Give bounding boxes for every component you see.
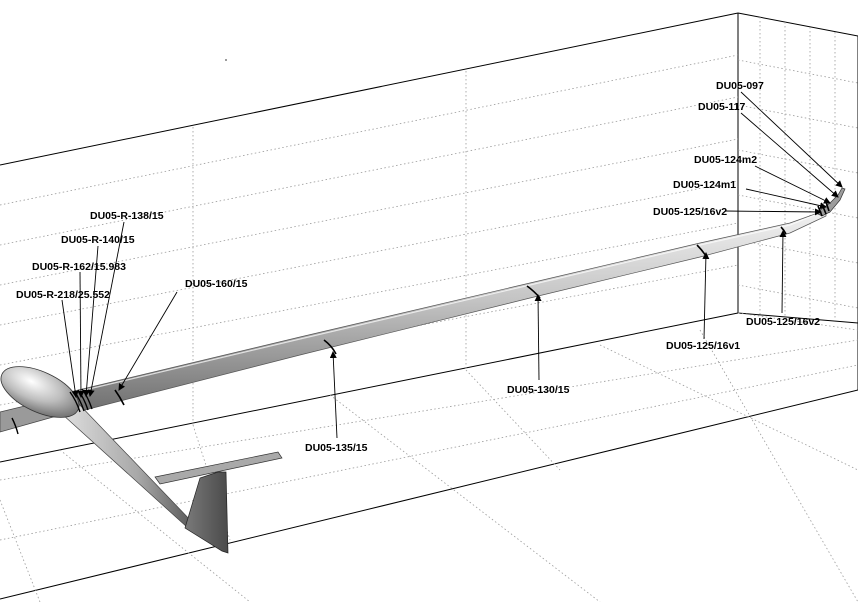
wing-surface <box>59 209 827 411</box>
arrow-du05-135-15 <box>329 351 338 439</box>
label-du05-125-16v2-tip: DU05-125/16v2 <box>653 206 727 218</box>
arrow-du05-125-16v2-outer <box>779 230 787 314</box>
label-du05-097: DU05-097 <box>716 80 764 92</box>
arrow-du05-124m1 <box>745 188 827 210</box>
arrow-du05-r-218-25-552 <box>61 299 79 398</box>
label-du05-r-218-25-552: DU05-R-218/25.552 <box>16 289 110 301</box>
arrow-du05-r-140-15 <box>82 245 99 397</box>
label-du05-130-15: DU05-130/15 <box>507 384 570 396</box>
label-du05-135-15: DU05-135/15 <box>305 442 368 454</box>
wing <box>59 187 846 411</box>
label-du05-r-138-15: DU05-R-138/15 <box>90 210 164 222</box>
label-du05-124m2: DU05-124m2 <box>694 154 757 166</box>
stray-dot <box>225 59 227 61</box>
arrow-du05-130-15 <box>534 294 542 381</box>
arrow-du05-160-15 <box>118 291 178 391</box>
vertical-fin <box>184 471 229 554</box>
arrow-du05-r-162-15-983 <box>77 271 85 398</box>
tail-boom <box>51 399 196 529</box>
arrow-du05-r-138-15 <box>87 221 125 397</box>
fuselage <box>0 366 283 554</box>
label-du05-160-15: DU05-160/15 <box>185 278 248 290</box>
arrow-du05-117 <box>740 112 839 198</box>
label-du05-r-162-15-983: DU05-R-162/15.983 <box>32 261 126 273</box>
fuselage-nose <box>0 366 80 418</box>
label-du05-117: DU05-117 <box>698 101 745 113</box>
leader-arrows <box>61 91 843 439</box>
label-du05-124m1: DU05-124m1 <box>673 179 736 191</box>
axes-box <box>0 12 858 600</box>
label-du05-125-16v2-outer: DU05-125/16v2 <box>746 316 820 328</box>
label-du05-125-16v1: DU05-125/16v1 <box>666 340 740 352</box>
arrow-du05-097 <box>740 91 843 188</box>
arrow-du05-125-16v1 <box>702 252 710 340</box>
wing-leading-edge-highlight <box>71 211 823 394</box>
labels: DU05-097 DU05-117 DU05-124m2 DU05-124m1 … <box>16 80 820 454</box>
horizontal-stabilizer <box>154 451 283 485</box>
arrow-du05-124m2 <box>754 165 831 204</box>
arrow-du05-125-16v2-tip <box>724 208 822 216</box>
label-du05-r-140-15: DU05-R-140/15 <box>61 234 135 246</box>
